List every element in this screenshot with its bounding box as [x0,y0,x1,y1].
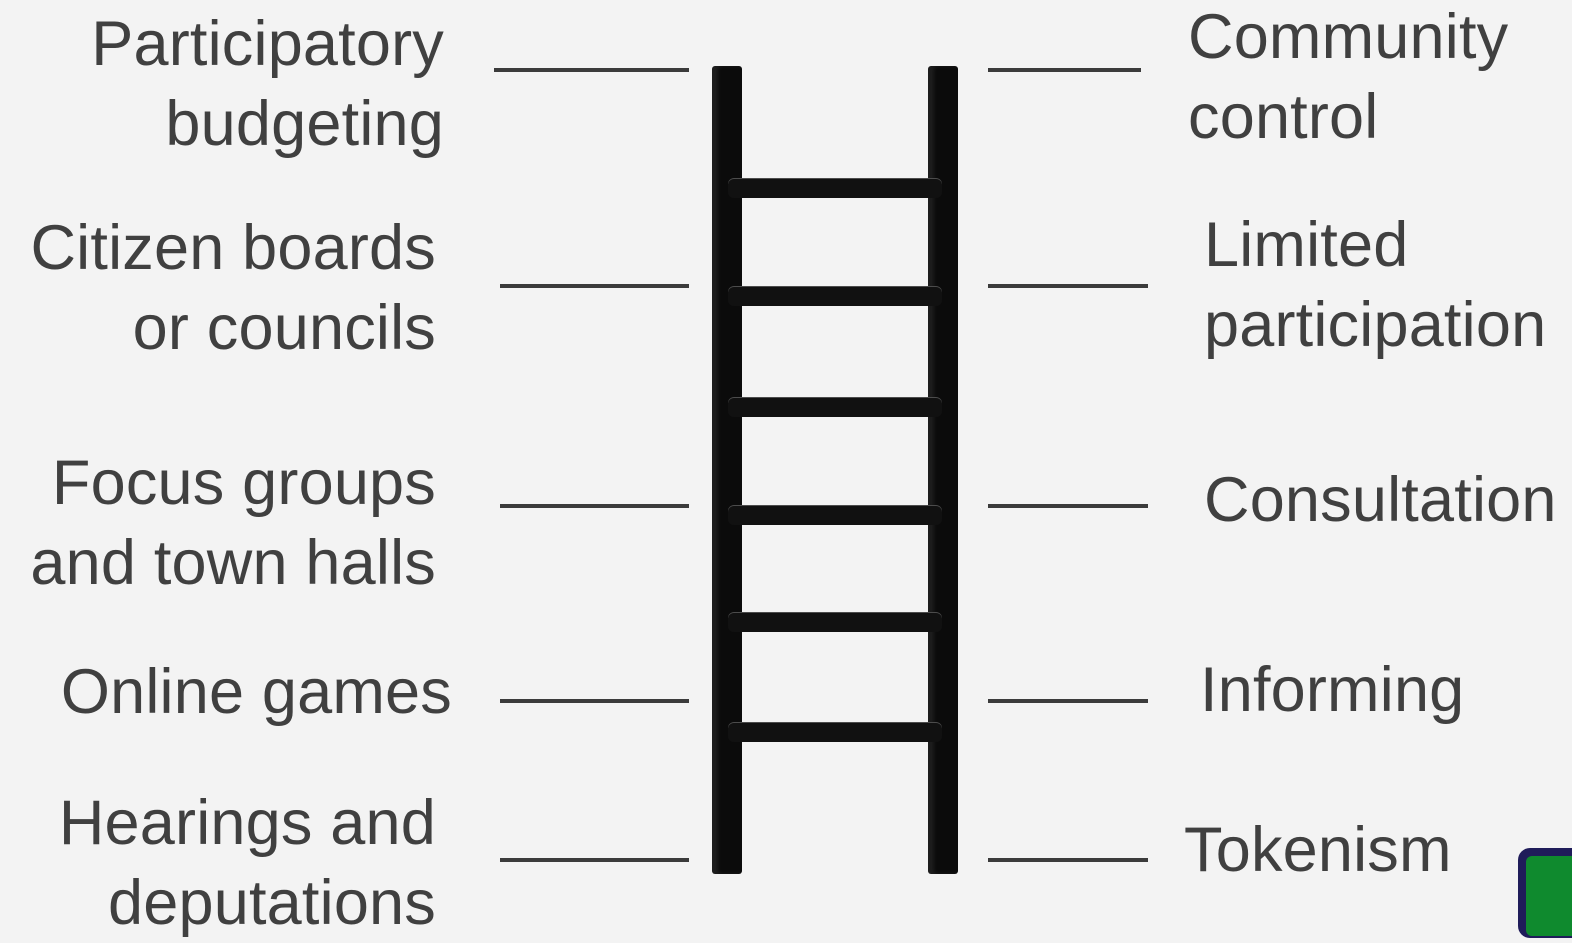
right-label-community-control: Community control [1188,0,1508,157]
left-connector-4 [500,699,689,703]
corner-logo-badge [1518,848,1572,938]
corner-logo-badge-inner [1526,856,1572,936]
left-label-online-games: Online games [61,652,452,732]
left-label-hearings: Hearings and deputations [59,783,436,943]
left-connector-5 [500,858,689,862]
left-label-focus-groups: Focus groups and town halls [30,443,436,603]
label-line: Focus groups [51,448,436,518]
label-line: deputations [108,868,436,938]
label-line: Community [1188,2,1509,72]
label-line: budgeting [165,89,444,159]
label-line: Citizen boards [30,213,436,283]
ladder-rung [728,505,942,525]
right-connector-2 [988,284,1148,288]
left-label-citizen-boards: Citizen boards or councils [30,208,436,368]
label-line: and town halls [30,528,436,598]
right-label-informing: Informing [1200,650,1464,730]
right-connector-4 [988,699,1148,703]
label-line: Tokenism [1184,815,1452,885]
label-line: Online games [60,657,452,727]
right-connector-3 [988,504,1148,508]
label-line: control [1188,82,1379,152]
label-line: Hearings and [58,788,436,858]
label-line: Participatory [91,9,444,79]
label-line: Consultation [1204,465,1557,535]
ladder-rung [728,722,942,742]
ladder-rung [728,286,942,306]
label-line: participation [1204,290,1547,360]
label-line: or councils [132,293,436,363]
left-label-participatory-budgeting: Participatory budgeting [91,4,444,164]
left-connector-3 [500,504,689,508]
right-label-limited-participation: Limited participation [1204,205,1546,365]
left-connector-2 [500,284,689,288]
ladder-rung [728,178,942,198]
ladder-rung [728,397,942,417]
right-connector-1 [988,68,1141,72]
right-connector-5 [988,858,1148,862]
ladder-rung [728,612,942,632]
right-label-tokenism: Tokenism [1184,810,1452,890]
label-line: Informing [1200,655,1465,725]
left-connector-1 [494,68,689,72]
right-label-consultation: Consultation [1204,460,1557,540]
label-line: Limited [1204,210,1409,280]
